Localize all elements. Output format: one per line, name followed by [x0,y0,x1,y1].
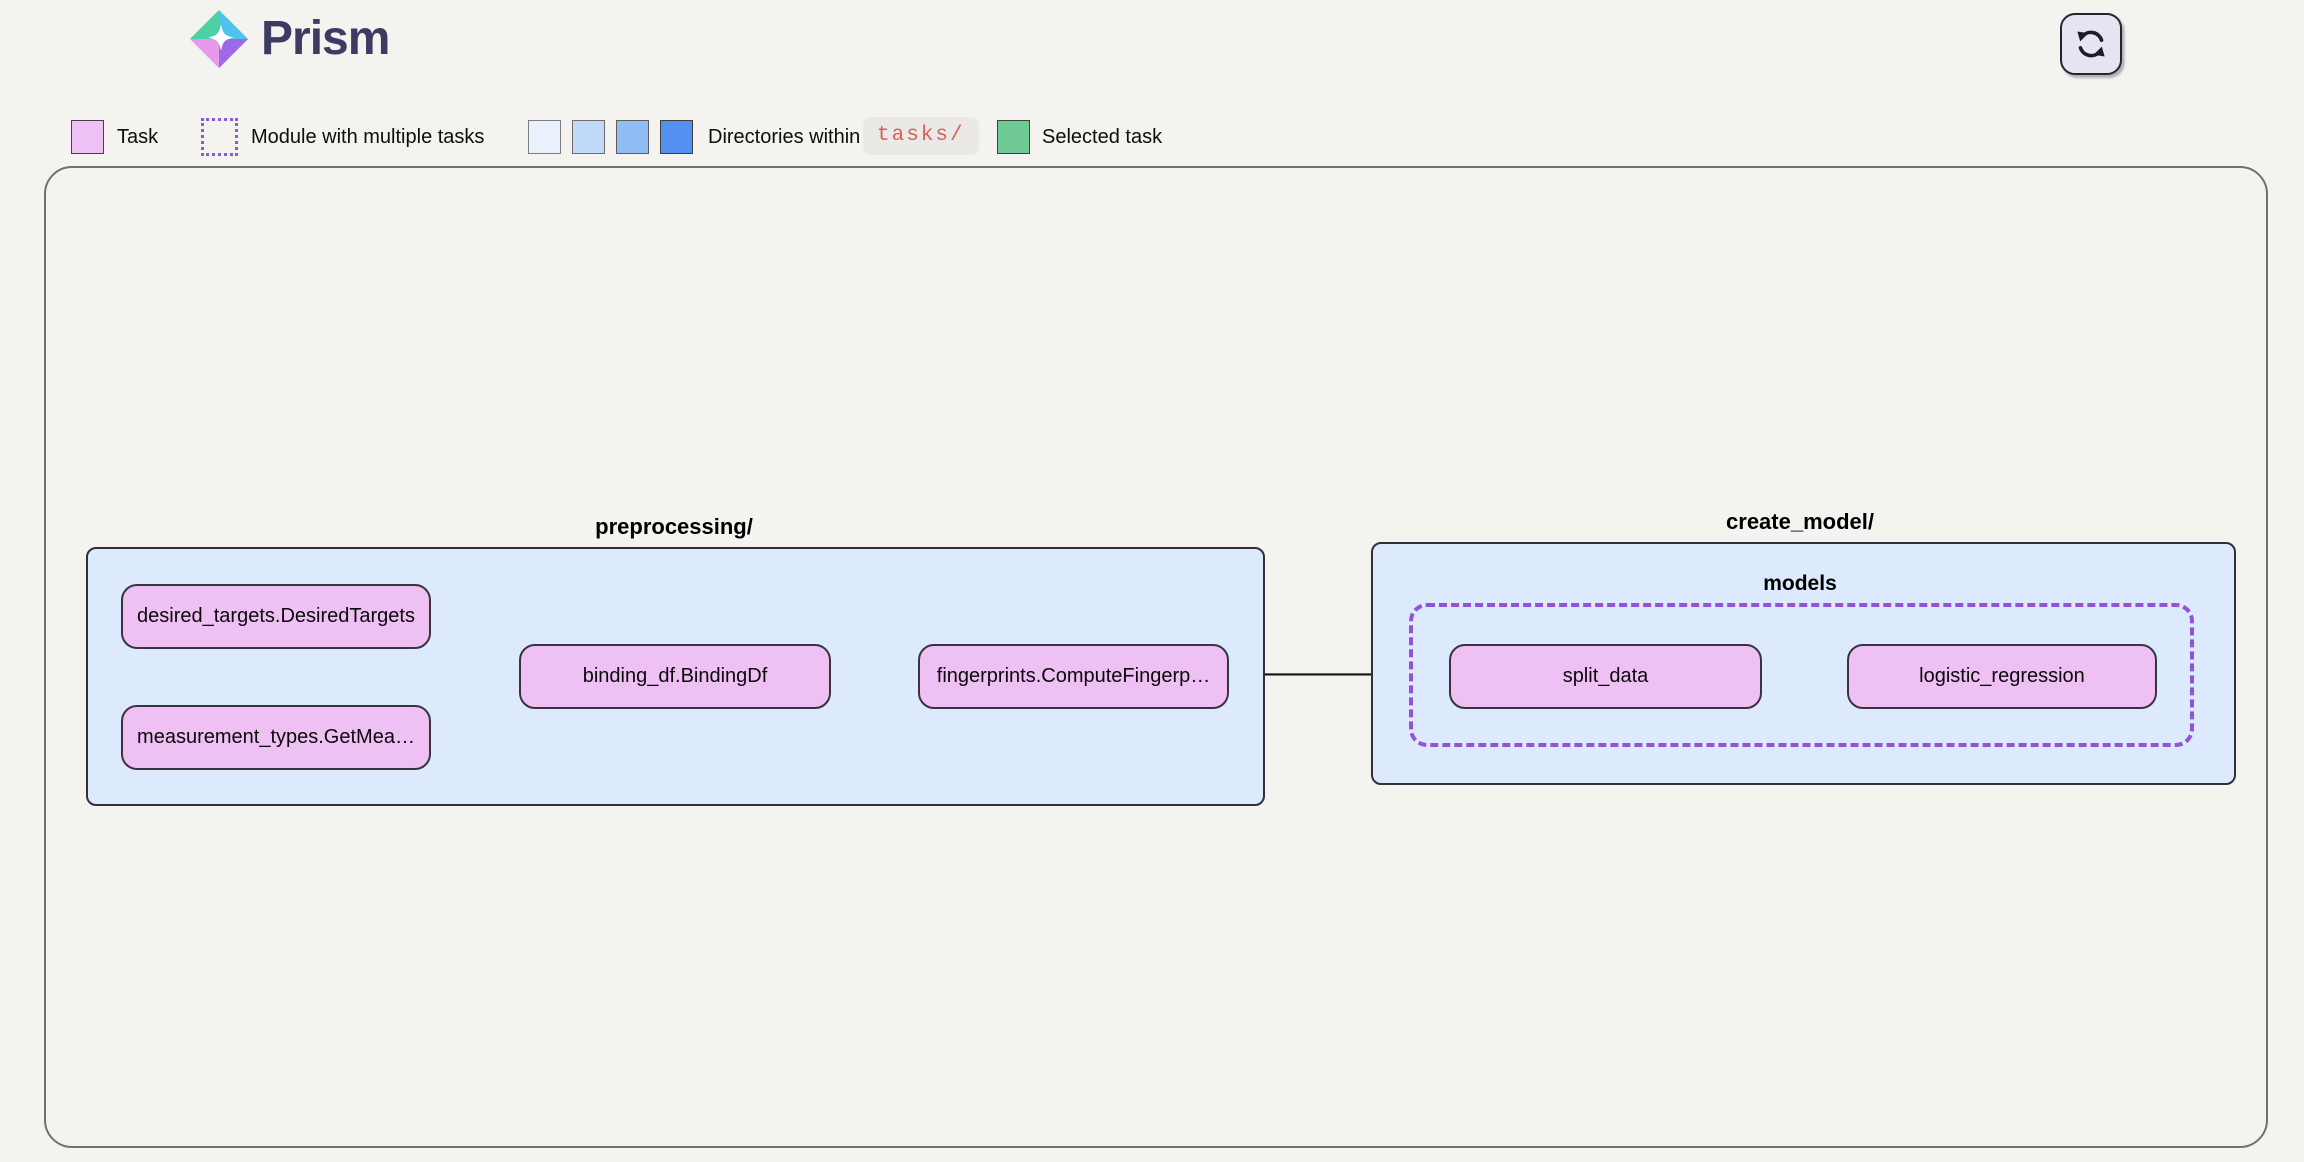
task-node-split-data[interactable]: split_data [1449,644,1762,709]
legend-directory-swatch-4 [660,120,693,154]
legend-directory-swatch-2 [572,120,605,154]
legend-task-swatch [71,120,104,154]
task-node-logistic-regression[interactable]: logistic_regression [1847,644,2157,709]
task-node-label: split_data [1562,665,1649,687]
refresh-button[interactable] [2060,13,2122,75]
legend-selected-label: Selected task [1042,126,1163,148]
legend-directories-label: Directories within [708,126,861,148]
refresh-icon [2077,30,2105,58]
graph-canvas[interactable]: preprocessing/ desired_targets.DesiredTa… [44,166,2268,1148]
task-node-label: fingerprints.ComputeFingerp… [936,665,1211,687]
legend-directory-swatch-3 [616,120,649,154]
prism-logo-icon [189,9,249,69]
legend-module-label: Module with multiple tasks [251,126,485,148]
legend-selected-swatch [997,120,1030,154]
app-title: Prism [261,12,390,65]
group-label-preprocessing: preprocessing/ [595,514,753,539]
task-node-measurement-types[interactable]: measurement_types.GetMea… [121,705,431,770]
legend-module-swatch [201,118,238,156]
legend-task-label: Task [117,126,159,148]
task-node-label: measurement_types.GetMea… [137,726,415,748]
task-node-desired-targets[interactable]: desired_targets.DesiredTargets [121,584,431,649]
legend-tasks-path-chip: tasks/ [863,117,979,155]
task-node-label: logistic_regression [1919,665,2085,687]
group-label-create-model: create_model/ [1726,509,1874,534]
brand: Prism [187,8,390,70]
task-node-binding-df[interactable]: binding_df.BindingDf [519,644,831,709]
module-box-models[interactable] [1409,603,2194,747]
legend-directory-swatch-1 [528,120,561,154]
task-node-fingerprints[interactable]: fingerprints.ComputeFingerp… [918,644,1229,709]
task-node-label: binding_df.BindingDf [582,665,768,687]
task-node-label: desired_targets.DesiredTargets [137,605,415,627]
module-label-models: models [1763,572,1837,595]
